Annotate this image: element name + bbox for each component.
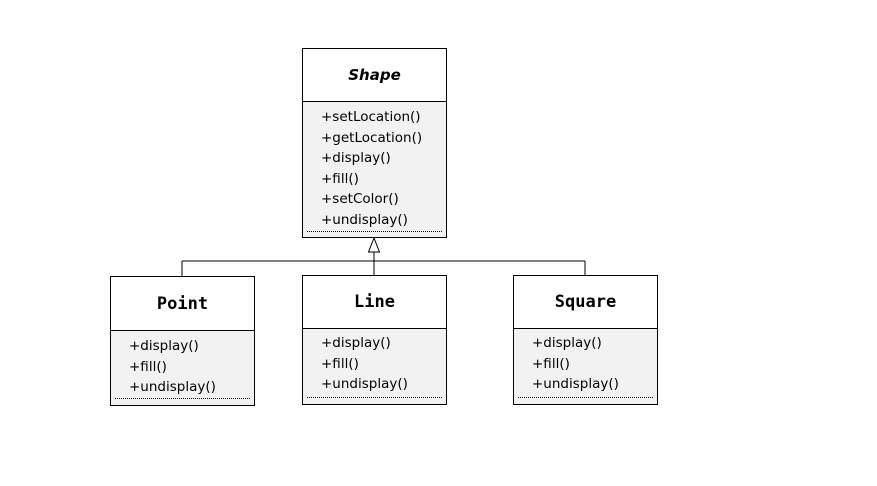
method: +undisplay()	[321, 211, 408, 228]
dotted-divider	[115, 398, 250, 399]
method: +display()	[321, 150, 391, 166]
dotted-divider	[307, 397, 442, 398]
method: +getLocation()	[321, 129, 423, 146]
class-shape-methods: +setLocation() +getLocation() +display()…	[303, 102, 446, 237]
class-point-name: Point	[111, 277, 254, 331]
method: +fill()	[321, 355, 359, 372]
method: +fill()	[532, 355, 570, 372]
method: +undisplay()	[129, 379, 216, 395]
class-square-methods: +display() +fill() +undisplay()	[514, 329, 657, 404]
class-square-name: Square	[514, 276, 657, 329]
class-point[interactable]: Point +display() +fill() +undisplay()	[110, 276, 255, 406]
class-line[interactable]: Line +display() +fill() +undisplay()	[302, 275, 447, 405]
method: +display()	[321, 335, 391, 351]
class-line-name: Line	[303, 276, 446, 329]
class-shape[interactable]: Shape +setLocation() +getLocation() +dis…	[302, 48, 447, 238]
class-shape-name: Shape	[303, 49, 446, 102]
class-point-methods: +display() +fill() +undisplay()	[111, 331, 254, 405]
method: +fill()	[129, 358, 167, 375]
inheritance-arrow-icon	[367, 236, 381, 253]
method: +setColor()	[321, 191, 399, 207]
dotted-divider	[307, 231, 442, 232]
dotted-divider	[518, 397, 653, 398]
method: +undisplay()	[532, 376, 619, 392]
method: +display()	[532, 335, 602, 351]
class-line-methods: +display() +fill() +undisplay()	[303, 329, 446, 404]
method: +setLocation()	[321, 109, 421, 125]
method: +fill()	[321, 170, 359, 187]
method: +display()	[129, 338, 199, 354]
class-square[interactable]: Square +display() +fill() +undisplay()	[513, 275, 658, 405]
method: +undisplay()	[321, 376, 408, 392]
